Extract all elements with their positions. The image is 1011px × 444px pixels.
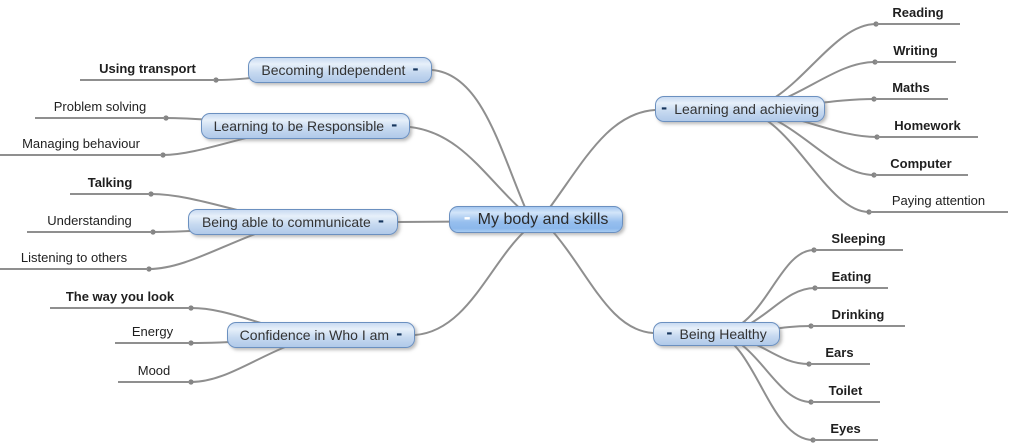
topic-label: Being able to communicate [201,214,371,230]
subtopic-maths[interactable]: Maths [874,79,948,100]
topic-label: Confidence in Who I am [239,327,390,343]
collapse-icon[interactable]: - [377,211,385,230]
subtopic-managing-behaviour[interactable]: Managing behaviour [0,135,162,156]
topic-confidence-in-who-i-am[interactable]: Confidence in Who I am - [227,322,415,348]
subtopic-computer[interactable]: Computer [874,155,968,176]
subtopic-eating[interactable]: Eating [815,268,888,289]
connector-central-learning-responsible [409,126,526,214]
topic-label: Being Healthy [679,326,767,342]
junction-dot [213,77,219,83]
subtopic-reading[interactable]: Reading [876,4,960,25]
subtopic-toilet[interactable]: Toilet [811,382,880,403]
connector-paying-attention [741,109,870,213]
collapse-icon[interactable]: - [660,98,668,117]
collapse-icon[interactable]: - [391,115,398,134]
junction-dot [148,191,154,197]
subtopic-homework[interactable]: Homework [877,117,978,138]
subtopic-eyes[interactable]: Eyes [813,420,878,441]
topic-becoming-independent[interactable]: Becoming Independent - [248,57,432,83]
connector-central-learning-achieving [544,109,656,215]
topic-label: Becoming Independent [261,62,406,78]
subtopic-drinking[interactable]: Drinking [811,306,905,327]
subtopic-sleeping[interactable]: Sleeping [814,230,903,251]
junction-dot [188,305,194,311]
junction-dot [146,266,152,272]
junction-dot [150,229,156,235]
central-topic[interactable]: - My body and skills [449,206,623,233]
subtopic-the-way-you-look[interactable]: The way you look [50,288,190,309]
central-topic-label: My body and skills [477,210,609,228]
subtopic-ears[interactable]: Ears [809,344,870,365]
subtopic-mood[interactable]: Mood [118,362,190,383]
collapse-icon[interactable]: - [396,324,403,343]
topic-label: Learning to be Responsible [213,118,385,134]
subtopic-talking[interactable]: Talking [70,174,150,195]
topic-learning-and-achieving[interactable]: - Learning and achieving [655,96,825,122]
topic-being-able-to-communicate[interactable]: Being able to communicate - [188,209,398,235]
connector-central-confidence [414,228,528,336]
collapse-icon[interactable]: - [463,208,471,228]
subtopic-using-transport[interactable]: Using transport [80,60,215,81]
subtopic-understanding[interactable]: Understanding [27,212,152,233]
topic-being-healthy[interactable]: - Being Healthy [653,322,780,346]
subtopic-problem-solving[interactable]: Problem solving [35,98,165,119]
subtopic-paying-attention[interactable]: Paying attention [869,192,1008,213]
topic-label: Learning and achieving [674,101,819,117]
collapse-icon[interactable]: - [412,59,419,78]
connector-central-becoming-independent [431,69,528,213]
junction-dot [188,340,194,346]
subtopic-listening-to-others[interactable]: Listening to others [0,249,148,270]
topic-learning-to-be-responsible[interactable]: Learning to be Responsible - [201,113,410,139]
subtopic-writing[interactable]: Writing [875,42,956,63]
junction-dot [163,115,169,121]
junction-dot [188,379,194,385]
collapse-icon[interactable]: - [666,323,673,342]
junction-dot [160,152,166,158]
connector-central-being-healthy [547,225,654,334]
subtopic-energy[interactable]: Energy [115,323,190,344]
